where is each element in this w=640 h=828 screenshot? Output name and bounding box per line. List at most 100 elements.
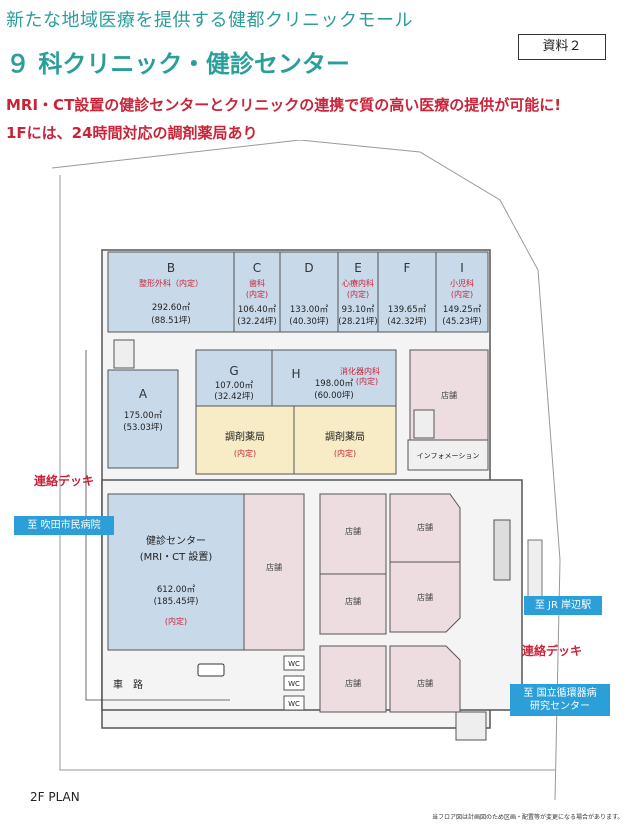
deck-left-label: 連絡デッキ xyxy=(34,474,95,488)
subtitle-1: MRI・CT設置の健診センターとクリニックの連携で質の高い医療の提供が可能に! xyxy=(6,96,562,114)
title-line-1: 新たな地域医療を提供する健都クリニックモール xyxy=(6,10,413,31)
room-i xyxy=(435,251,489,333)
checkup-area: 612.00㎡ xyxy=(157,585,196,595)
shop-mid-3 xyxy=(319,573,387,635)
room-e-tsubo: (28.21坪) xyxy=(338,317,377,327)
room-h-status: (内定) xyxy=(356,376,378,386)
checkup-name: 健診センター xyxy=(146,534,206,547)
room-f-area: 139.65㎡ xyxy=(388,305,427,315)
room-c-dept: 歯科 xyxy=(249,278,265,288)
shop-tall xyxy=(243,493,305,651)
room-g-tsubo: (32.42坪) xyxy=(214,392,253,402)
escalator xyxy=(493,519,511,581)
stairs-center xyxy=(413,409,435,439)
stairs-bottom xyxy=(455,711,487,741)
shop-label-low2: 店舗 xyxy=(417,678,433,688)
room-a-area: 175.00㎡ xyxy=(124,411,163,421)
site-boundary xyxy=(51,140,561,801)
footnote: 当フロア図は計画図のため区画・配置等が変更になる場合があります。 xyxy=(432,814,624,821)
floor-plan: B 整形外科（内定） 292.60㎡ (88.51坪) C 歯科 (内定) 10… xyxy=(51,140,561,801)
pharmacy-2-status: (内定) xyxy=(334,448,356,458)
room-c-tsubo: (32.24坪) xyxy=(237,317,276,327)
room-i-status: (内定) xyxy=(451,289,473,299)
plan-label: 2F PLAN xyxy=(30,790,80,804)
room-b-area: 292.60㎡ xyxy=(152,303,191,313)
room-d xyxy=(279,251,339,333)
road-label: 車 路 xyxy=(113,678,143,691)
wc-1 xyxy=(283,655,305,671)
site-boundary-inner xyxy=(59,175,555,771)
room-h-area: 198.00㎡ xyxy=(315,379,354,389)
checkup-center xyxy=(107,493,245,651)
info-label: インフォメーション xyxy=(417,452,480,460)
ncvc-line-1: 至 国立循環器病 xyxy=(523,688,597,699)
hospital-callout: 至 吹田市民病院 xyxy=(14,516,114,535)
room-d-area: 133.00㎡ xyxy=(290,305,329,315)
wc-label-2: WC xyxy=(288,680,300,688)
room-b-letter: B xyxy=(167,261,175,275)
pharmacy-1-name: 調剤薬局 xyxy=(225,430,265,443)
room-g-letter: G xyxy=(229,364,238,378)
room-b-dept: 整形外科（内定） xyxy=(139,278,203,288)
checkup-status: (内定) xyxy=(165,616,187,626)
ncvc-callout: 至 国立循環器病 研究センター xyxy=(510,684,610,716)
room-c-status: (内定) xyxy=(246,289,268,299)
wc-label-3: WC xyxy=(288,700,300,708)
room-e-area: 93.10㎡ xyxy=(342,305,375,315)
room-c-area: 106.40㎡ xyxy=(238,305,277,315)
road-path xyxy=(85,350,230,701)
shop-label-mid2: 店舗 xyxy=(417,522,433,532)
room-g-area: 107.00㎡ xyxy=(215,381,254,391)
checkup-sub: (MRI・CT 設置) xyxy=(140,550,213,563)
shop-label-mid4: 店舗 xyxy=(417,592,433,602)
pharmacy-1-status: (内定) xyxy=(234,448,256,458)
room-i-letter: I xyxy=(460,261,464,275)
shop-label-low1: 店舗 xyxy=(345,678,361,688)
room-c-letter: C xyxy=(253,261,261,275)
stairs-left xyxy=(113,339,135,369)
shop-mid-2 xyxy=(389,493,461,563)
room-d-tsubo: (40.30坪) xyxy=(289,317,328,327)
room-f-tsubo: (42.32坪) xyxy=(387,317,426,327)
shop-label-mid1: 店舗 xyxy=(345,526,361,536)
shop-label-tall: 店舗 xyxy=(266,562,282,572)
wc-2 xyxy=(283,675,305,691)
room-e-letter: E xyxy=(354,261,362,275)
pharmacy-2-name: 調剤薬局 xyxy=(325,430,365,443)
shop-label-upper: 店舗 xyxy=(441,390,457,400)
room-e-status: (内定) xyxy=(347,289,369,299)
room-b-tsubo: (88.51坪) xyxy=(151,316,190,326)
room-a xyxy=(107,369,179,469)
room-h xyxy=(271,349,397,407)
checkup-tsubo: (185.45坪) xyxy=(154,597,199,607)
room-i-dept: 小児科 xyxy=(450,278,474,288)
shop-mid-4 xyxy=(389,561,461,633)
pharmacy-1 xyxy=(195,405,295,475)
room-c xyxy=(233,251,281,333)
room-i-tsubo: (45.23坪) xyxy=(442,317,481,327)
shop-label-mid3: 店舗 xyxy=(345,596,361,606)
deck-right-label: 連絡デッキ xyxy=(522,644,583,658)
subtitle-2: 1Fには、24時間対応の調剤薬局あり xyxy=(6,124,258,142)
reference-label: 資料２ xyxy=(518,34,606,60)
shop-low-1 xyxy=(319,645,387,713)
shop-low-2 xyxy=(389,645,461,713)
wc-3 xyxy=(283,695,305,711)
info-area xyxy=(407,439,489,471)
room-d-letter: D xyxy=(304,261,313,275)
room-h-letter: H xyxy=(291,367,300,381)
room-f xyxy=(377,251,437,333)
room-h-dept: 消化器内科 xyxy=(340,366,380,376)
ncvc-line-2: 研究センター xyxy=(530,701,590,712)
room-a-letter: A xyxy=(139,387,148,401)
wc-label-1: WC xyxy=(288,660,300,668)
pharmacy-2 xyxy=(293,405,397,475)
title-line-2: ９ 科クリニック・健診センター xyxy=(6,50,350,78)
room-i-area: 149.25㎡ xyxy=(443,305,482,315)
jr-callout: 至 JR 岸辺駅 xyxy=(524,596,602,615)
room-b xyxy=(107,251,235,333)
room-h-tsubo: (60.00坪) xyxy=(314,391,353,401)
room-a-tsubo: (53.03坪) xyxy=(123,423,162,433)
stairs-right xyxy=(527,539,543,601)
room-e-dept: 心療内科 xyxy=(342,278,374,288)
